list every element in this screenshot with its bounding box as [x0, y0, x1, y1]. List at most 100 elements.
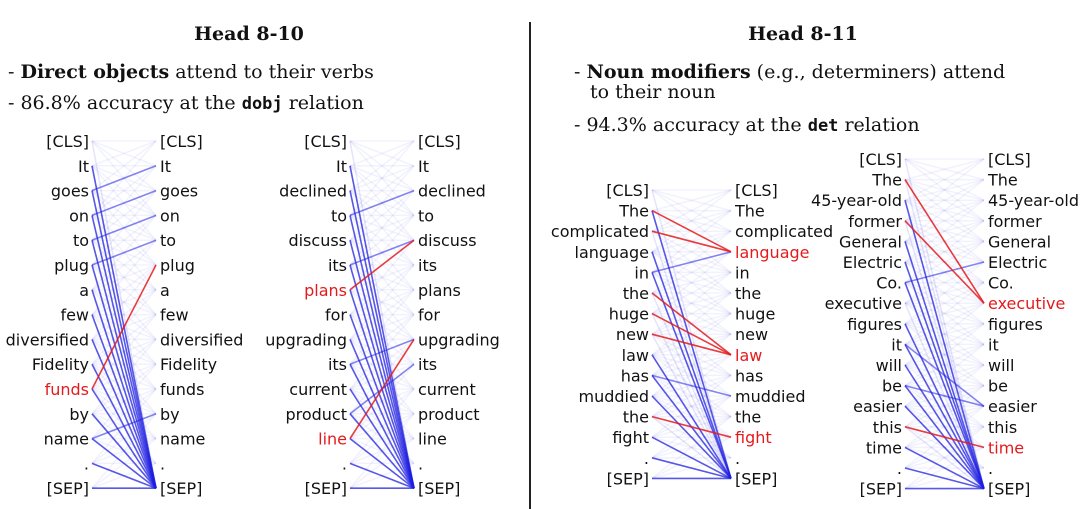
attention-edge-faint [91, 289, 157, 316]
token-left: product [285, 405, 347, 424]
token-left: line [318, 430, 347, 449]
attention-edge-faint [349, 214, 415, 266]
attention-edge [651, 272, 732, 479]
token-right: [CLS] [418, 132, 461, 151]
attention-edge-faint [349, 214, 415, 266]
attention-edge-faint [349, 264, 415, 316]
attention-edge [904, 446, 985, 490]
token-left: former [848, 212, 902, 231]
attention-edge-faint [349, 214, 415, 241]
attention-edge [91, 289, 157, 489]
token-right: on [160, 206, 180, 225]
attention-edge-faint [904, 178, 985, 222]
token-right: few [160, 306, 189, 325]
token-right: the [735, 284, 761, 303]
token-left: The [618, 202, 649, 221]
token-right: goes [160, 182, 198, 201]
attention-edge-faint [904, 323, 985, 346]
token-left: time [866, 438, 902, 457]
token-left: for [325, 306, 347, 325]
attention-edge [91, 462, 157, 489]
token-left: muddied [579, 387, 649, 406]
attention-edge-faint [349, 165, 415, 216]
token-right: upgrading [418, 330, 500, 349]
attention-edge-faint [904, 281, 985, 304]
attention-edge-faint [651, 209, 732, 232]
attention-edge-faint [651, 374, 732, 438]
attention-edge-faint [651, 230, 732, 274]
token-left: few [60, 306, 89, 325]
token-right: it [988, 335, 999, 354]
token-right: The [987, 171, 1018, 190]
attention-edge-faint [91, 190, 157, 241]
token-right: time [988, 438, 1024, 457]
token-left: to [73, 231, 89, 250]
token-left: [SEP] [47, 479, 89, 498]
attention-edge-faint [904, 199, 985, 263]
attention-edge [349, 264, 415, 489]
attention-edge-faint [91, 289, 157, 340]
token-right: muddied [735, 387, 805, 406]
token-left: current [289, 380, 347, 399]
attention-edge [91, 437, 157, 489]
attention-edge [349, 314, 415, 489]
attention-edge-faint [904, 343, 985, 366]
token-left: funds [45, 380, 89, 399]
attention-edge [91, 314, 157, 489]
attention-edge-faint [904, 302, 985, 325]
token-right: . [735, 449, 740, 468]
token-left: executive [825, 294, 902, 313]
attention-edge [91, 214, 157, 241]
token-right: It [418, 157, 429, 176]
token-left: law [622, 346, 649, 365]
attention-edge-faint [91, 140, 157, 167]
attention-edge-faint [91, 239, 157, 316]
token-left: new [616, 325, 649, 344]
dependency-edge [651, 209, 732, 253]
attention-edge-faint [904, 302, 985, 366]
attention-edge-faint [904, 158, 985, 181]
attention-edge-faint [651, 251, 732, 294]
attention-edge-faint [904, 240, 985, 263]
attention-edge-faint [904, 302, 985, 346]
attention-edge-faint [904, 179, 985, 242]
bullet-left-2: - 86.8% accuracy at the dobj relation [8, 92, 364, 114]
attention-edge-faint [91, 264, 157, 316]
token-right: has [735, 366, 763, 385]
token-right: . [418, 454, 423, 473]
token-right: [CLS] [988, 150, 1031, 169]
token-right: will [988, 356, 1014, 375]
attention-edge [349, 189, 415, 217]
attention-edge-faint [651, 374, 732, 438]
token-right: by [160, 405, 180, 424]
attention-edge [904, 199, 985, 489]
attention-edge-faint [904, 199, 985, 222]
token-right: plug [160, 256, 195, 275]
attention-edge [651, 251, 732, 479]
token-right: discuss [418, 231, 477, 250]
token-right: to [160, 231, 176, 250]
token-right: [SEP] [735, 469, 777, 488]
attention-edge-faint [904, 199, 985, 222]
attention-edge-faint [91, 165, 157, 216]
token-left: [CLS] [304, 132, 347, 151]
panel-title-right: Head 8-11 [748, 23, 858, 45]
attention-edge-faint [349, 264, 415, 291]
attention-edge-faint [349, 165, 415, 192]
token-left: Fidelity [32, 355, 89, 374]
token-left: . [897, 459, 902, 478]
attention-edge [349, 363, 415, 489]
token-left: its [328, 256, 347, 275]
attention-edge-faint [904, 323, 985, 346]
token-left: fight [612, 428, 649, 447]
attention-edge-faint [651, 333, 732, 377]
token-right: . [160, 454, 165, 473]
token-right: the [735, 408, 761, 427]
attention-edge-faint [91, 289, 157, 316]
attention-edge-faint [904, 343, 985, 366]
attention-edge-faint [91, 264, 157, 316]
attention-edge [349, 339, 415, 489]
attention-edge-faint [91, 214, 157, 266]
attention-edge [91, 239, 157, 266]
token-right: General [988, 232, 1051, 251]
